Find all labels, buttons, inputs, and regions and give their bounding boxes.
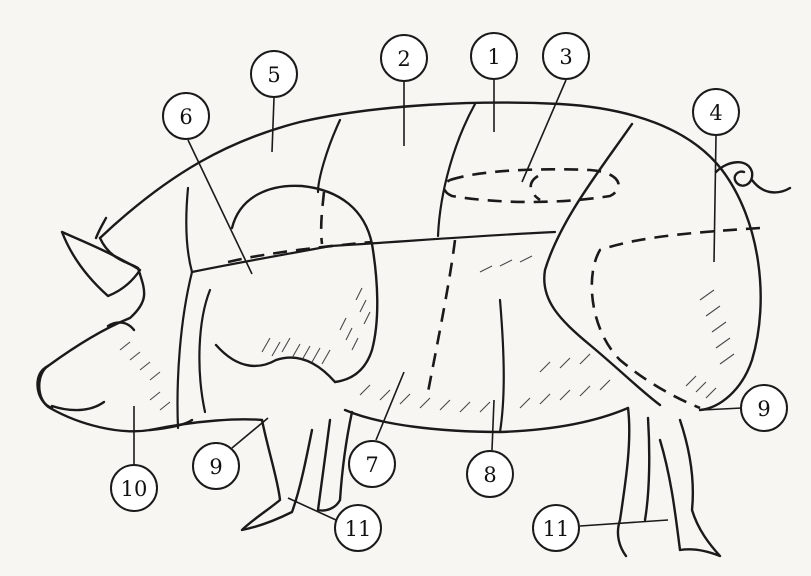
label-number-6: 6 [179,105,192,129]
label-badge-3: 3 [543,33,589,79]
cut-line-jowl [178,272,192,428]
label-number-4: 4 [709,101,722,125]
dashed-tenderloin-split [531,176,540,200]
dashed-shoulder-vertical [321,192,324,244]
hatch-head [120,342,170,410]
pig-rump-outline [700,170,761,410]
front-leg-right [318,412,352,511]
cut-line-shoulder-side [199,290,210,412]
front-leg-left [242,420,312,530]
hatch-shoulder [262,288,370,364]
label-number-3: 3 [559,45,572,69]
rear-leg-left [618,408,649,556]
label-badge-9-rear: 9 [741,385,787,431]
dashed-side-belly [428,240,455,392]
shoulder-contour [232,186,377,382]
label-number-1: 1 [487,45,500,69]
ham-contour [544,124,660,405]
label-badge-8: 8 [467,451,513,497]
label-number-10: 10 [121,477,148,501]
pig-belly-outline [150,408,628,432]
leader-4 [714,136,716,262]
label-number-7: 7 [365,453,378,477]
label-badge-6: 6 [163,93,209,139]
hatch-ham [686,290,734,398]
label-number-8: 8 [483,463,496,487]
leader-5 [272,98,274,152]
label-number-5: 5 [267,63,280,87]
label-number-2: 2 [397,47,410,71]
label-badge-5: 5 [251,51,297,97]
label-badge-2: 2 [381,35,427,81]
cut-line-loin [438,104,475,236]
label-badge-9-front: 9 [193,443,239,489]
cut-line-back-lower [330,232,555,246]
label-number-9-rear: 9 [757,397,770,421]
leader-8 [492,400,494,450]
pig-mouth [52,402,104,410]
label-badge-1: 1 [471,33,517,79]
label-badge-11-rear: 11 [533,505,579,551]
leader-3 [522,80,566,182]
label-number-11-front: 11 [345,517,372,541]
leader-11-rear [580,520,668,526]
label-badge-7: 7 [349,441,395,487]
label-number-9-front: 9 [209,455,222,479]
leader-7 [376,372,404,440]
label-badge-4: 4 [693,89,739,135]
leader-9-front [232,418,268,448]
rear-leg-right [660,420,720,556]
dashed-ham [592,228,760,408]
cut-line-shoulder-top [318,120,340,192]
label-badge-10: 10 [111,465,157,511]
label-badge-11-front: 11 [335,505,381,551]
cut-line-belly [500,300,504,432]
cut-line-neck [186,188,192,272]
label-number-11-rear: 11 [543,517,570,541]
